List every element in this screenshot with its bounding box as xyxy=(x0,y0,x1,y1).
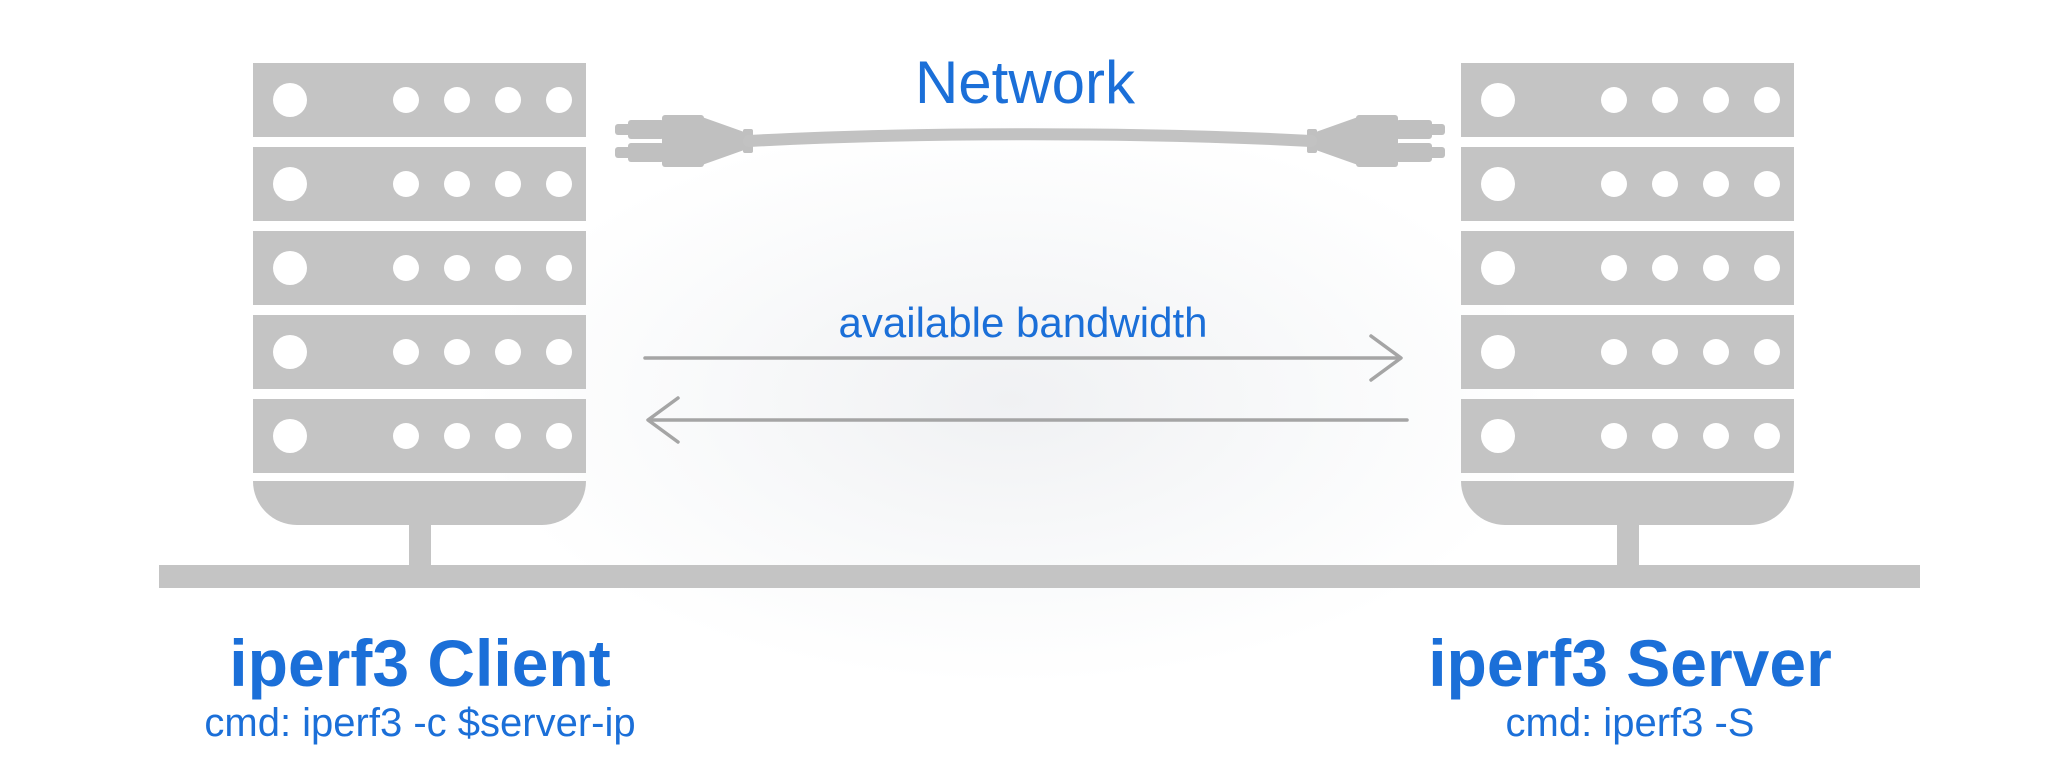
server-unit xyxy=(1461,231,1794,305)
drive-bay-leds xyxy=(393,255,572,281)
server-unit xyxy=(1461,315,1794,389)
client-command: cmd: iperf3 -c $server-ip xyxy=(204,701,636,745)
drive-bay-leds xyxy=(1601,171,1780,197)
drive-bay-led-icon xyxy=(495,171,521,197)
drive-bay-large-icon xyxy=(1481,167,1515,201)
drive-bay-led-icon xyxy=(546,87,572,113)
drive-bay-leds xyxy=(393,423,572,449)
drive-bay-led-icon xyxy=(393,87,419,113)
drive-bay-led-icon xyxy=(393,255,419,281)
arrow-right-head-icon xyxy=(1369,334,1403,382)
server-unit xyxy=(1461,147,1794,221)
arrow-left-head-icon xyxy=(646,396,680,444)
drive-bay-large-icon xyxy=(273,83,307,117)
server-rack-server-icon xyxy=(1461,63,1794,565)
drive-bay-led-icon xyxy=(444,87,470,113)
drive-bay-led-icon xyxy=(1652,339,1678,365)
rack-stand xyxy=(1616,525,1639,565)
network-cable-icon xyxy=(615,115,1445,167)
drive-bay-led-icon xyxy=(1703,171,1729,197)
rack-units xyxy=(1461,63,1794,473)
drive-bay-large-icon xyxy=(1481,419,1515,453)
drive-bay-led-icon xyxy=(1652,171,1678,197)
drive-bay-led-icon xyxy=(546,339,572,365)
drive-bay-led-icon xyxy=(546,171,572,197)
drive-bay-led-icon xyxy=(1703,339,1729,365)
drive-bay-led-icon xyxy=(393,339,419,365)
server-unit xyxy=(253,63,586,137)
drive-bay-led-icon xyxy=(495,339,521,365)
drive-bay-led-icon xyxy=(1703,423,1729,449)
drive-bay-led-icon xyxy=(495,87,521,113)
drive-bay-leds xyxy=(1601,87,1780,113)
drive-bay-led-icon xyxy=(1703,255,1729,281)
drive-bay-leds xyxy=(1601,339,1780,365)
drive-bay-led-icon xyxy=(444,171,470,197)
drive-bay-led-icon xyxy=(1754,171,1780,197)
network-label: Network xyxy=(914,49,1136,116)
drive-bay-led-icon xyxy=(1754,339,1780,365)
server-rack-client-icon xyxy=(253,63,586,565)
drive-bay-led-icon xyxy=(1652,423,1678,449)
drive-bay-large-icon xyxy=(1481,83,1515,117)
drive-bay-large-icon xyxy=(273,167,307,201)
rack-units xyxy=(253,63,586,473)
server-unit xyxy=(1461,63,1794,137)
drive-bay-large-icon xyxy=(273,251,307,285)
drive-bay-led-icon xyxy=(393,171,419,197)
drive-bay-large-icon xyxy=(273,419,307,453)
rack-pedestal xyxy=(1461,481,1794,525)
rack-stand xyxy=(408,525,431,565)
drive-bay-led-icon xyxy=(444,339,470,365)
drive-bay-led-icon xyxy=(546,255,572,281)
drive-bay-led-icon xyxy=(1601,171,1627,197)
drive-bay-led-icon xyxy=(444,423,470,449)
server-unit xyxy=(253,147,586,221)
drive-bay-leds xyxy=(1601,255,1780,281)
server-unit xyxy=(253,315,586,389)
drive-bay-led-icon xyxy=(1652,255,1678,281)
drive-bay-led-icon xyxy=(1601,87,1627,113)
server-unit xyxy=(253,399,586,473)
ground-bus-line xyxy=(159,565,1920,588)
drive-bay-led-icon xyxy=(1754,87,1780,113)
server-command: cmd: iperf3 -S xyxy=(1505,701,1755,745)
drive-bay-leds xyxy=(393,339,572,365)
drive-bay-large-icon xyxy=(1481,251,1515,285)
drive-bay-led-icon xyxy=(1754,255,1780,281)
drive-bay-led-icon xyxy=(444,255,470,281)
drive-bay-leds xyxy=(1601,423,1780,449)
drive-bay-led-icon xyxy=(1601,339,1627,365)
drive-bay-led-icon xyxy=(1601,255,1627,281)
drive-bay-led-icon xyxy=(1703,87,1729,113)
drive-bay-led-icon xyxy=(393,423,419,449)
drive-bay-led-icon xyxy=(1754,423,1780,449)
bandwidth-label: available bandwidth xyxy=(838,299,1208,346)
drive-bay-large-icon xyxy=(1481,335,1515,369)
drive-bay-led-icon xyxy=(546,423,572,449)
server-unit xyxy=(253,231,586,305)
server-unit xyxy=(1461,399,1794,473)
drive-bay-leds xyxy=(393,171,572,197)
drive-bay-led-icon xyxy=(1601,423,1627,449)
rack-pedestal xyxy=(253,481,586,525)
drive-bay-leds xyxy=(393,87,572,113)
drive-bay-led-icon xyxy=(495,423,521,449)
bandwidth-arrows xyxy=(643,334,1409,444)
drive-bay-led-icon xyxy=(1652,87,1678,113)
server-title: iperf3 Server xyxy=(1428,626,1832,700)
drive-bay-large-icon xyxy=(273,335,307,369)
client-title: iperf3 Client xyxy=(229,626,611,700)
drive-bay-led-icon xyxy=(495,255,521,281)
